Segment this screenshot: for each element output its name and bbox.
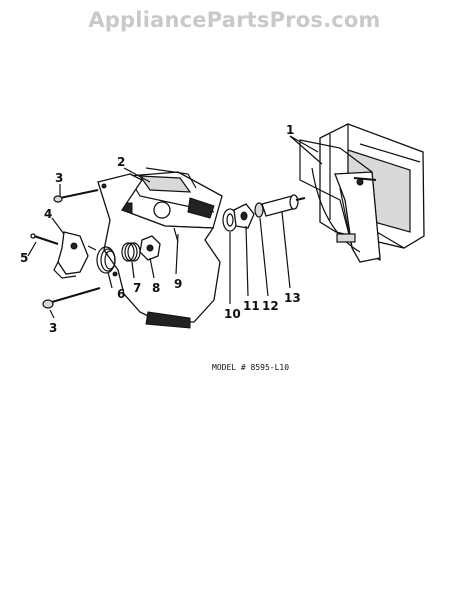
callout-12: 12 [262,299,279,313]
callout-2: 2 [117,155,125,169]
part-3-screw-top[interactable] [53,189,99,203]
part-3-screw-bottom[interactable] [42,287,101,309]
callout-6: 6 [117,287,125,301]
part-1-housing[interactable] [299,123,425,263]
part-13-shaft[interactable] [261,194,306,217]
part-8-nut[interactable] [139,235,161,261]
part-5-pin[interactable] [30,233,59,245]
part-12-bushing[interactable] [254,202,264,218]
callout-10: 10 [224,307,241,321]
callout-11: 11 [243,299,260,313]
part-11-washer[interactable] [233,203,255,229]
leader-lines [27,135,323,319]
callout-7: 7 [133,281,141,295]
callout-9: 9 [174,277,182,291]
callout-5: 5 [20,251,28,265]
part-6-spring[interactable] [87,245,116,274]
site-watermark: AppliancePartsPros.com [88,8,381,32]
callout-3-top: 3 [55,171,63,185]
callout-3-bottom: 3 [49,321,57,335]
part-4-latch-lever[interactable] [53,231,89,279]
callout-4: 4 [44,207,52,221]
callout-1: 1 [286,123,294,137]
callout-13: 13 [284,291,301,305]
model-label: MODEL # 8595-L10 [212,363,289,372]
callout-8: 8 [152,281,160,295]
